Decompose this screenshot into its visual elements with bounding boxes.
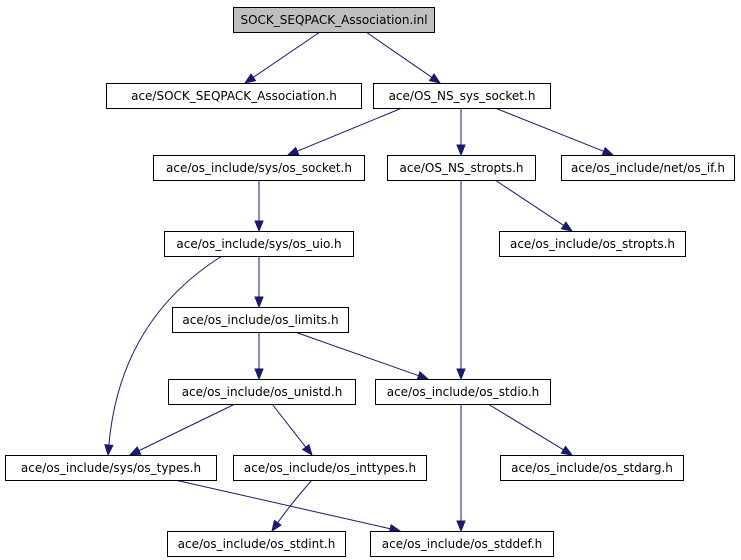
node-box[interactable] bbox=[5, 455, 217, 481]
node-box[interactable] bbox=[373, 83, 551, 109]
edge-line bbox=[277, 479, 313, 524]
edge-root-to-assoc-h bbox=[243, 31, 321, 84]
node-box[interactable] bbox=[370, 531, 554, 557]
node-box[interactable] bbox=[233, 455, 427, 481]
edge-line bbox=[174, 479, 391, 530]
node-sys-os-socket[interactable]: ace/os_include/sys/os_socket.h bbox=[153, 155, 365, 181]
node-box[interactable] bbox=[375, 379, 551, 405]
edge-sys-os-socket-to-sys-os-uio bbox=[254, 180, 264, 233]
edge-line bbox=[487, 403, 564, 451]
arrowhead-icon bbox=[560, 221, 574, 232]
edge-sys-os-uio-to-sys-os-types bbox=[104, 255, 223, 457]
edge-os-ns-sys-socket-to-net-os-if bbox=[494, 107, 615, 156]
edge-os-unistd-to-os-inttypes bbox=[271, 403, 313, 457]
edge-line bbox=[365, 31, 433, 78]
edge-os-inttypes-to-os-stdint bbox=[271, 479, 313, 533]
edge-sys-os-uio-to-os-limits bbox=[254, 256, 264, 309]
node-box[interactable] bbox=[106, 83, 362, 109]
edge-line bbox=[252, 31, 321, 78]
edges-layer bbox=[104, 31, 615, 534]
node-box[interactable] bbox=[499, 231, 686, 257]
edge-os-ns-stropts-to-os-stdio bbox=[456, 180, 466, 381]
node-os-limits[interactable]: ace/os_include/os_limits.h bbox=[172, 307, 349, 333]
arrowhead-icon bbox=[416, 371, 430, 380]
arrowhead-icon bbox=[104, 444, 114, 457]
arrowhead-icon bbox=[560, 445, 574, 456]
edge-root-to-os-ns-sys-socket bbox=[365, 31, 442, 84]
node-os-stdint[interactable]: ace/os_include/os_stdint.h bbox=[167, 531, 346, 557]
arrowhead-icon bbox=[254, 296, 264, 309]
edge-os-stdio-to-os-stddef bbox=[456, 404, 466, 533]
node-box[interactable] bbox=[168, 379, 356, 405]
node-box[interactable] bbox=[561, 155, 735, 181]
node-os-stropts[interactable]: ace/os_include/os_stropts.h bbox=[499, 231, 686, 257]
arrowhead-icon bbox=[254, 368, 264, 381]
arrowhead-icon bbox=[254, 220, 264, 233]
node-box[interactable] bbox=[172, 307, 349, 333]
arrowhead-icon bbox=[601, 146, 615, 156]
edge-os-ns-sys-socket-to-os-ns-stropts bbox=[456, 108, 466, 157]
node-box[interactable] bbox=[500, 455, 684, 481]
node-box bbox=[233, 7, 435, 33]
edge-os-ns-stropts-to-os-stropts bbox=[494, 179, 574, 232]
arrowhead-icon bbox=[456, 368, 466, 381]
node-box[interactable] bbox=[387, 155, 536, 181]
node-box[interactable] bbox=[164, 231, 354, 257]
node-box[interactable] bbox=[153, 155, 365, 181]
edge-os-limits-to-os-unistd bbox=[254, 332, 264, 381]
node-net-os-if[interactable]: ace/os_include/net/os_if.h bbox=[561, 155, 735, 181]
node-os-ns-stropts[interactable]: ace/OS_NS_stropts.h bbox=[387, 155, 536, 181]
edge-line bbox=[108, 255, 223, 446]
node-box[interactable] bbox=[167, 531, 346, 557]
nodes-layer: SOCK_SEQPACK_Association.inl ace/SOCK_SEQ… bbox=[5, 7, 735, 557]
arrowhead-icon bbox=[428, 73, 442, 84]
edge-os-stdio-to-os-stdarg bbox=[487, 403, 574, 456]
edge-os-ns-sys-socket-to-sys-os-socket bbox=[286, 107, 403, 156]
edge-os-limits-to-os-stdio bbox=[294, 331, 430, 380]
arrowhead-icon bbox=[243, 73, 257, 84]
node-sys-os-uio[interactable]: ace/os_include/sys/os_uio.h bbox=[164, 231, 354, 257]
arrowhead-icon bbox=[286, 146, 300, 156]
edge-os-unistd-to-sys-os-types bbox=[128, 403, 236, 456]
edge-line bbox=[294, 331, 419, 377]
edge-line bbox=[138, 403, 236, 452]
node-sys-os-types[interactable]: ace/os_include/sys/os_types.h bbox=[5, 455, 217, 481]
edge-sys-os-types-to-os-stddef bbox=[174, 479, 402, 534]
node-os-stdio[interactable]: ace/os_include/os_stdio.h bbox=[375, 379, 551, 405]
edge-line bbox=[494, 107, 604, 152]
node-os-ns-sys-socket[interactable]: ace/OS_NS_sys_socket.h bbox=[373, 83, 551, 109]
edge-line bbox=[494, 179, 564, 226]
node-assoc-h[interactable]: ace/SOCK_SEQPACK_Association.h bbox=[106, 83, 362, 109]
node-os-inttypes[interactable]: ace/os_include/os_inttypes.h bbox=[233, 455, 427, 481]
arrowhead-icon bbox=[128, 446, 142, 456]
node-os-stdarg[interactable]: ace/os_include/os_stdarg.h bbox=[500, 455, 684, 481]
arrowhead-icon bbox=[456, 520, 466, 533]
node-os-unistd[interactable]: ace/os_include/os_unistd.h bbox=[168, 379, 356, 405]
arrowhead-icon bbox=[456, 144, 466, 157]
arrowhead-icon bbox=[271, 519, 282, 533]
edge-line bbox=[297, 107, 403, 152]
edge-line bbox=[271, 403, 307, 448]
node-root: SOCK_SEQPACK_Association.inl bbox=[233, 7, 435, 33]
arrowhead-icon bbox=[301, 443, 313, 457]
node-os-stddef[interactable]: ace/os_include/os_stddef.h bbox=[370, 531, 554, 557]
